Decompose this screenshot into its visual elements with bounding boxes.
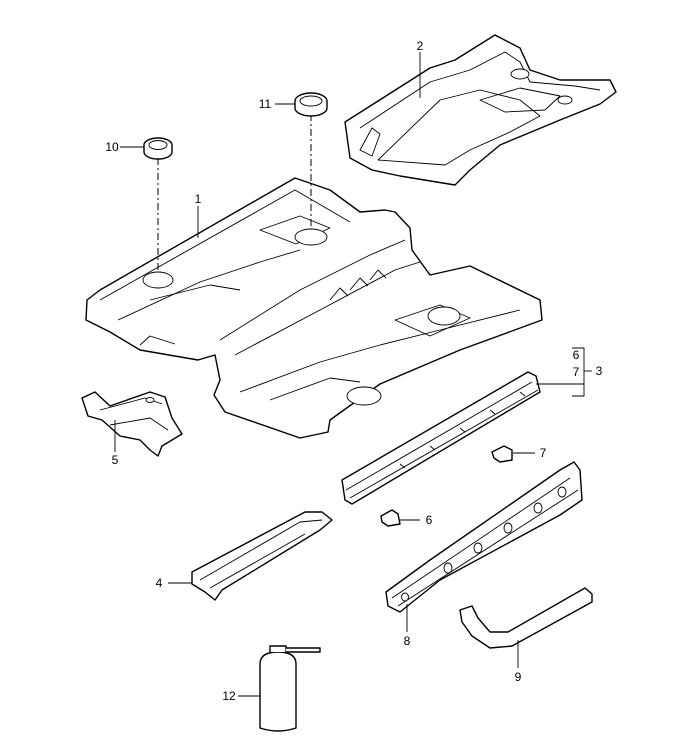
- cover-part: [191, 511, 333, 601]
- floor-pan-part: [85, 177, 543, 439]
- callout-group-7: 7: [573, 365, 580, 379]
- reinforcement-part: [385, 461, 583, 613]
- callout-11: 11: [259, 97, 272, 111]
- side-member-part: [341, 371, 541, 505]
- callout-10: 10: [105, 140, 119, 154]
- callout-2: 2: [417, 39, 424, 53]
- callout-9: 9: [515, 670, 522, 684]
- plug-large-part: [294, 92, 328, 117]
- callout-12: 12: [222, 689, 236, 703]
- bracket-part: [81, 391, 183, 457]
- callout-1: 1: [195, 192, 202, 206]
- clip-a-part: [380, 509, 401, 527]
- clip-b-part: [491, 445, 513, 463]
- hose-part: [459, 587, 593, 649]
- spray-can-part: [259, 645, 321, 732]
- front-panel-part: [344, 34, 617, 186]
- callout-3: 3: [596, 364, 603, 378]
- plug-small-part: [143, 137, 173, 160]
- callout-4: 4: [156, 576, 163, 590]
- callout-7: 7: [540, 446, 547, 460]
- callout-5: 5: [112, 453, 119, 467]
- leader-lines: [114, 52, 592, 697]
- callout-6: 6: [426, 513, 433, 527]
- callout-group-6: 6: [573, 348, 580, 362]
- callout-8: 8: [404, 634, 411, 648]
